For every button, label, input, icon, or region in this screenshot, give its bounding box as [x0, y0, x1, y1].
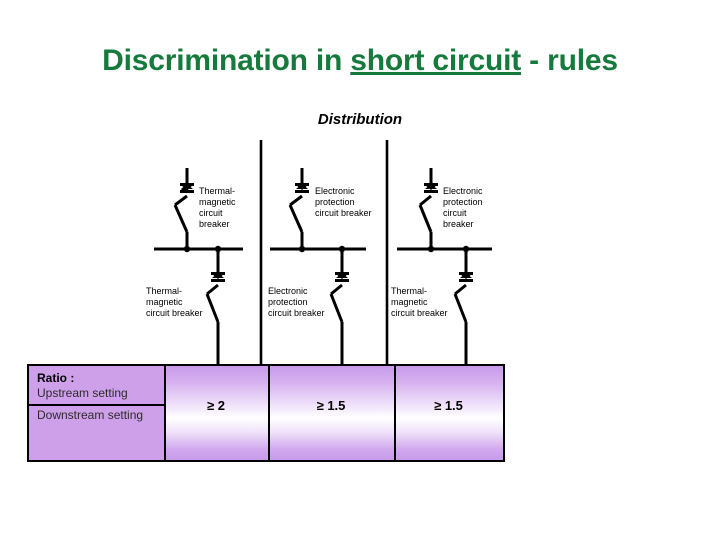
title-suffix: - rules	[521, 44, 618, 77]
ratio-value-cell-3: ≥ 1.5	[394, 366, 503, 460]
ratio-denominator: Downstream setting	[37, 408, 144, 422]
ratio-value-3: ≥ 1.5	[434, 398, 463, 413]
column-2-upstream-label: Electronic protection circuit breaker	[315, 186, 372, 218]
column-1-busbar	[154, 245, 243, 253]
ratio-fraction-bar	[29, 404, 167, 406]
ratio-value-cell-2: ≥ 1.5	[268, 366, 394, 460]
column-1-upstream-label: Thermal- magnetic circuit breaker	[199, 186, 236, 229]
title-underlined-term: short circuit	[350, 44, 522, 77]
ratio-title: Ratio :	[37, 371, 75, 385]
column-3-upstream-breaker	[418, 168, 438, 249]
cell-divider	[268, 366, 270, 460]
page-title: Discrimination in short circuit - rules	[0, 44, 720, 78]
column-1-downstream-label: Thermal- magnetic circuit breaker	[146, 286, 203, 318]
ratio-value-1: ≥ 2	[207, 398, 225, 413]
ratio-table: Ratio : Upstream setting Downstream sett…	[27, 364, 505, 462]
ratio-legend-cell: Ratio : Upstream setting Downstream sett…	[29, 366, 167, 460]
column-3-busbar	[397, 245, 492, 253]
trip-element-icon	[180, 183, 194, 191]
cell-divider	[394, 366, 396, 460]
title-prefix: Discrimination in	[102, 44, 351, 77]
cell-divider	[164, 366, 166, 460]
column-2-upstream-breaker	[288, 168, 309, 249]
column-2-busbar	[270, 245, 366, 253]
column-1-upstream-breaker	[173, 168, 194, 249]
distribution-caption: Distribution	[317, 111, 403, 128]
column-3-downstream-label: Thermal- magnetic circuit breaker	[391, 286, 448, 318]
ratio-numerator: Upstream setting	[37, 386, 128, 400]
column-3-upstream-label: Electronic protection circuit breaker	[443, 186, 483, 229]
ratio-value-cell-1: ≥ 2	[164, 366, 268, 460]
ratio-value-2: ≥ 1.5	[316, 398, 346, 413]
column-2-downstream-label: Electronic protection circuit breaker	[268, 286, 325, 318]
